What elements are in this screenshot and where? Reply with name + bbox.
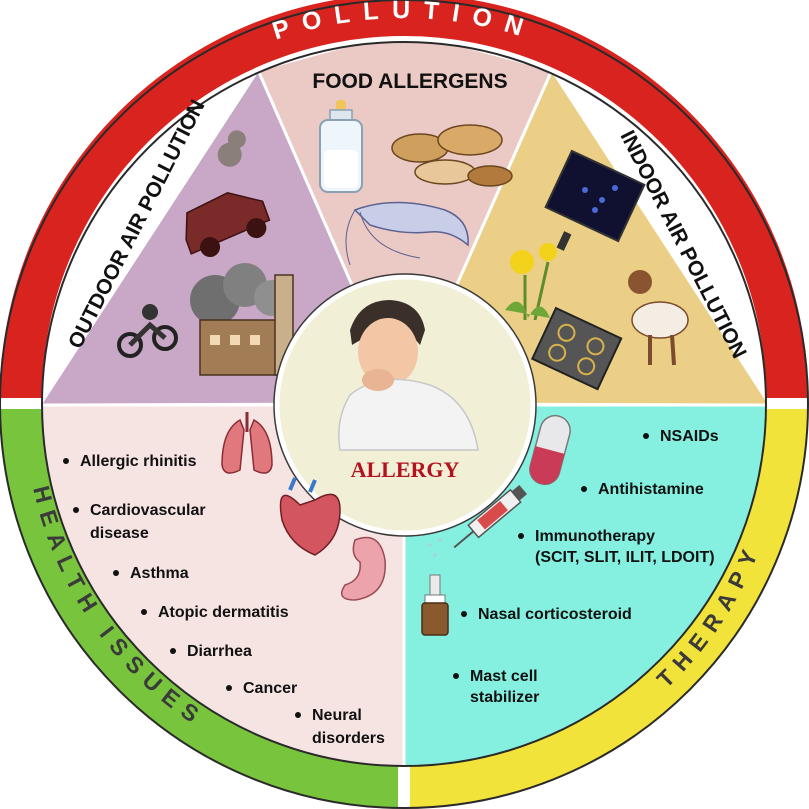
capsule-icon	[529, 414, 571, 486]
health-issues-ring-segment	[0, 409, 398, 808]
health-issue-bullet	[295, 712, 301, 718]
therapy-bullet	[453, 673, 459, 679]
shrimp-icon	[345, 201, 469, 266]
health-issue-item-text: Cardiovascular	[90, 502, 206, 519]
food-allergens-title: FOOD ALLERGENS	[312, 70, 507, 93]
therapy-bullet	[461, 611, 467, 617]
car-icon	[185, 130, 271, 258]
therapy-item-text: stabilizer	[470, 689, 539, 706]
therapy-item-text: Immunotherapy	[535, 528, 655, 545]
therapy-item-text: Antihistamine	[598, 481, 704, 498]
therapy-bullet	[518, 533, 524, 539]
heart-icon	[279, 477, 341, 556]
health-issue-item-text: Allergic rhinitis	[80, 453, 197, 470]
dandelion-icon	[505, 243, 557, 321]
therapy-item-text: Nasal corticosteroid	[478, 606, 632, 623]
health-issue-bullet	[141, 609, 147, 615]
nasal-spray-icon	[421, 538, 449, 636]
health-issue-item-text: Cancer	[243, 680, 297, 697]
health-issue-item-text: Asthma	[130, 565, 189, 582]
baby-bottle-icon	[319, 100, 363, 193]
therapy-item-text: Mast cell	[470, 668, 538, 685]
health-issue-bullet	[113, 570, 119, 576]
health-issue-item-text: disorders	[312, 730, 385, 747]
stomach-icon	[340, 536, 386, 601]
health-issue-bullet	[63, 458, 69, 464]
health-issue-bullet	[170, 648, 176, 654]
syringe-icon	[453, 484, 528, 549]
allergy-title: ALLERGY	[351, 457, 460, 482]
dust-mite-screen-icon	[544, 149, 646, 251]
sneezing-person-icon	[338, 300, 479, 451]
health-issue-item-text: Atopic dermatitis	[158, 604, 289, 621]
therapy-item-text: (SCIT, SLIT, ILIT, LDOIT)	[535, 549, 715, 566]
peanuts-icon	[391, 124, 513, 187]
therapy-bullet	[581, 486, 587, 492]
health-issue-bullet	[73, 507, 79, 513]
motorcycle-icon	[117, 304, 178, 358]
therapy-bullet	[643, 433, 649, 439]
center-circle: ALLERGY	[273, 273, 537, 537]
health-issue-item-text: Neural	[312, 707, 362, 724]
health-issue-item-text: disease	[90, 525, 149, 542]
dog-icon	[628, 270, 689, 366]
health-issue-bullet	[226, 685, 232, 691]
health-issue-item-text: Diarrhea	[187, 643, 252, 660]
therapy-ring-segment	[410, 409, 808, 808]
factory-icon	[190, 263, 294, 376]
lungs-icon	[221, 412, 273, 474]
gas-stove-icon	[530, 306, 623, 391]
therapy-item-text: NSAIDs	[660, 428, 719, 445]
